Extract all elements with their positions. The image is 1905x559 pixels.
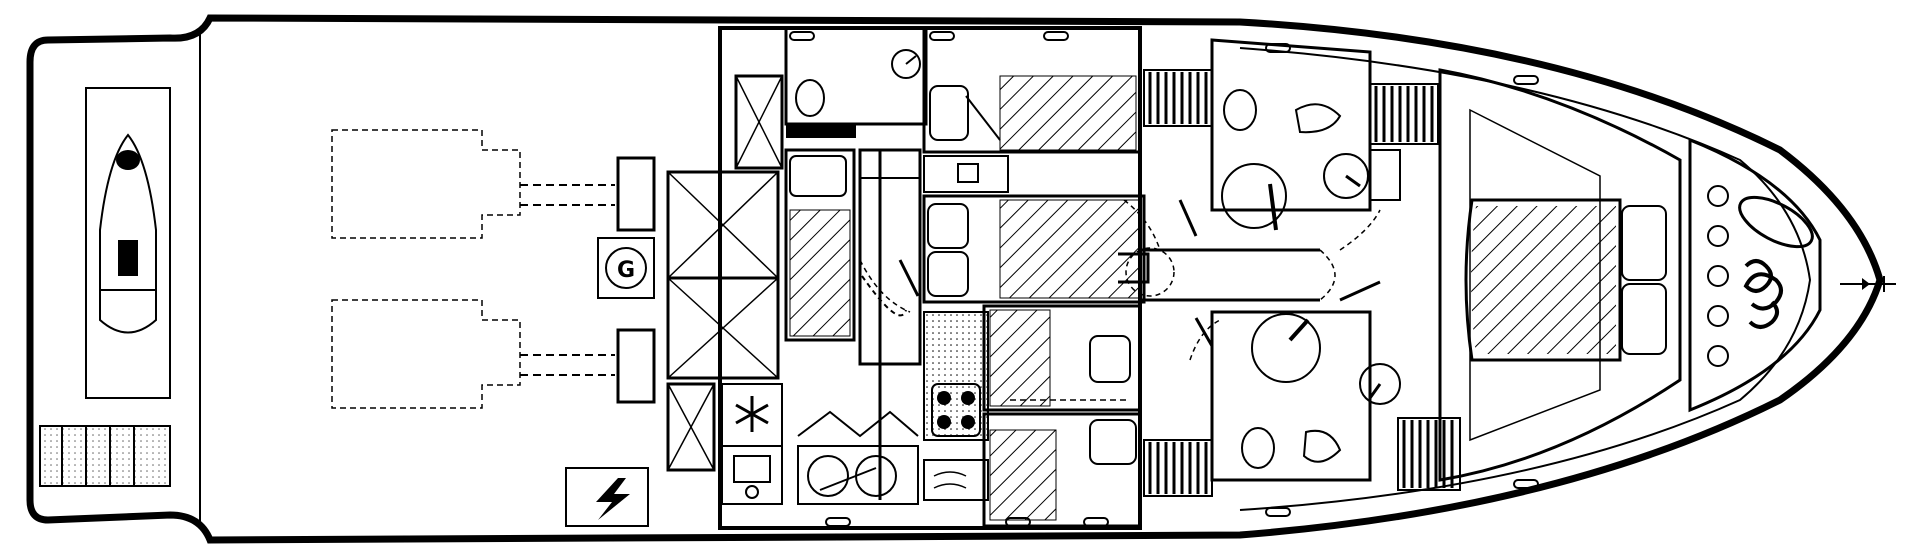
head-top — [1210, 38, 1372, 231]
engine-port — [331, 129, 521, 239]
wardrobe-fwd-top — [1369, 83, 1439, 201]
guest-cabin-bottom — [982, 304, 1142, 528]
gearbox-starboard — [616, 328, 656, 404]
crew-head — [784, 26, 928, 138]
door-swings — [859, 199, 1381, 361]
portholes — [789, 31, 1539, 527]
deck-inner-line — [1239, 47, 1812, 511]
generator-label: G — [617, 258, 635, 283]
snowflake-icon — [735, 396, 769, 432]
head-bottom — [1210, 310, 1401, 482]
chain-locker — [1688, 137, 1822, 413]
stairway — [858, 148, 922, 366]
galley — [721, 383, 919, 505]
wardrobe-top — [1143, 69, 1213, 127]
wardrobe-fwd-bottom — [1397, 417, 1461, 491]
jet-ski-icon — [85, 87, 171, 399]
lightning-icon — [565, 467, 649, 527]
galley-stove — [923, 311, 989, 501]
central-corridor — [1118, 247, 1381, 302]
gearbox-port — [616, 156, 656, 232]
wardrobe-bottom — [1143, 439, 1213, 497]
master-stateroom — [1438, 68, 1682, 482]
generator-icon: G — [597, 237, 655, 299]
fuel-tanks — [666, 74, 784, 472]
engine-starboard — [331, 299, 521, 409]
dinette — [922, 155, 1146, 304]
vip-cabin-top — [922, 26, 1142, 154]
anchor-icon — [1840, 276, 1896, 292]
hull-outline — [26, 14, 1884, 544]
crew-cabin — [784, 148, 882, 500]
boarding-steps — [39, 425, 171, 487]
